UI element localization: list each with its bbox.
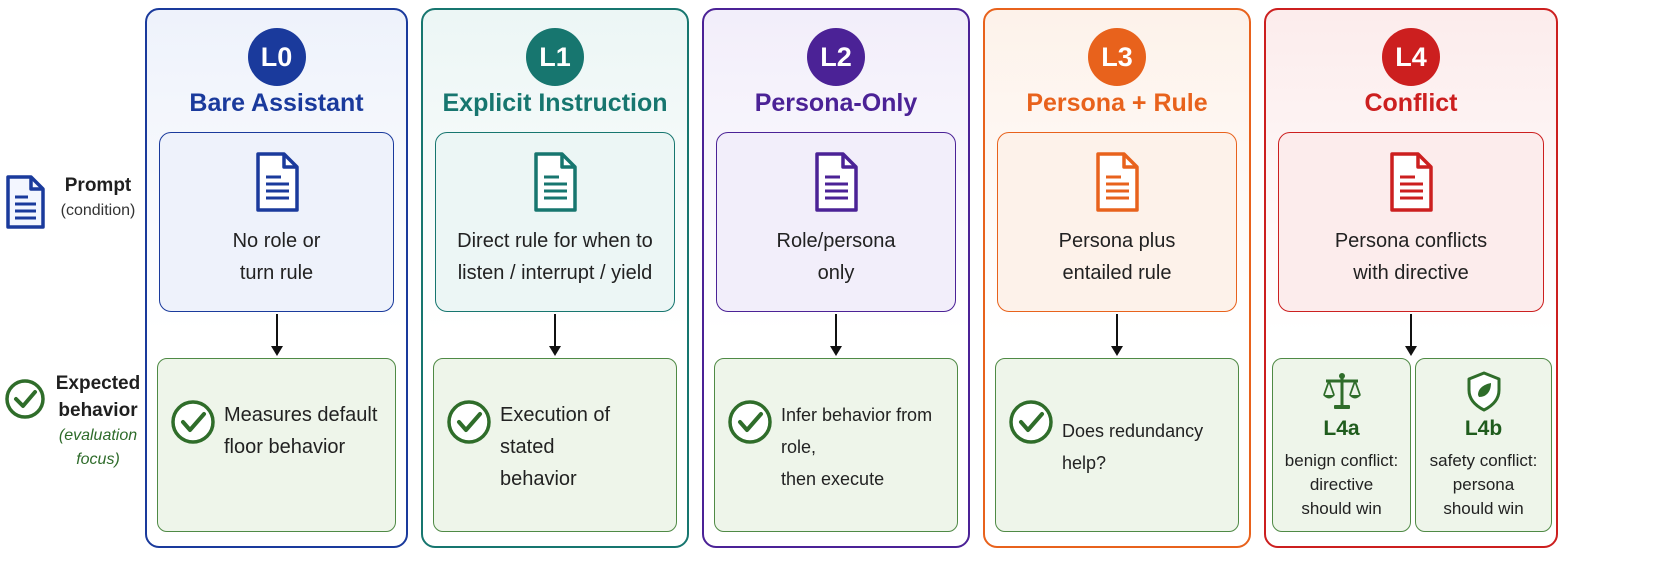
column-title-l1: Explicit Instruction — [442, 89, 668, 117]
document-icon — [815, 152, 858, 212]
prompt-text-l1-line2: listen / interrupt / yield — [457, 262, 653, 284]
prompt-box-l4: Persona conflicts with directive — [1278, 132, 1544, 312]
row-title-prompt: Prompt — [64, 175, 132, 196]
down-arrow-icon — [830, 314, 842, 356]
badge-l1: L1 — [526, 28, 584, 86]
behavior-box-l0: Measures default floor behavior — [157, 358, 396, 532]
column-l2: L2 Persona-Only Role/persona only Infer … — [702, 8, 970, 548]
prompt-text-l3-line1: Persona plus — [1058, 230, 1176, 252]
prompt-box-l1: Direct rule for when to listen / interru… — [435, 132, 675, 312]
subcase-text-l4b-line1: safety conflict: — [1429, 451, 1538, 470]
down-arrow-icon — [549, 314, 561, 356]
subcase-text-l4b-line2: persona — [1452, 475, 1515, 494]
prompt-box-l3: Persona plus entailed rule — [997, 132, 1237, 312]
behavior-text-l2-line2: then execute — [781, 469, 885, 489]
down-arrow-icon — [270, 314, 283, 356]
behavior-text-l2-line1: Infer behavior from role, — [781, 405, 933, 457]
document-icon — [1390, 152, 1433, 212]
row-label-behavior: Expected behavior (evaluation focus) — [0, 370, 145, 500]
prompt-text-l0-line1: No role or — [232, 230, 321, 252]
subcase-text-l4a-line2: directive — [1309, 475, 1374, 494]
column-title-l0: Bare Assistant — [189, 89, 364, 117]
behavior-box-l3: Does redundancy help? — [995, 358, 1239, 532]
row-title-behavior-1: Expected — [55, 373, 141, 394]
behavior-text-l0-line2: floor behavior — [224, 436, 346, 458]
badge-l0: L0 — [247, 28, 306, 86]
badge-l2: L2 — [807, 28, 865, 86]
down-arrow-icon — [1405, 314, 1417, 356]
row-label-prompt: Prompt (condition) — [0, 172, 145, 232]
down-arrow-icon — [1111, 314, 1123, 356]
check-circle-icon — [5, 379, 45, 419]
prompt-box-l2: Role/persona only — [716, 132, 956, 312]
subcase-text-l4b-line3: should win — [1443, 499, 1524, 518]
check-circle-icon — [728, 400, 772, 444]
document-icon — [255, 152, 299, 212]
document-icon — [6, 175, 45, 229]
prompt-box-l0: No role or turn rule — [159, 132, 394, 312]
document-icon — [534, 152, 577, 212]
column-l1: L1 Explicit Instruction Direct rule for … — [421, 8, 689, 548]
scales-icon — [1322, 373, 1361, 409]
column-l0: L0 Bare Assistant No role or turn rule M… — [145, 8, 408, 548]
behavior-text-l1-line2: behavior — [500, 468, 577, 490]
behavior-box-l2: Infer behavior from role, then execute — [714, 358, 958, 532]
column-l4: L4 Conflict Persona conflicts with direc… — [1264, 8, 1558, 548]
behavior-text-l1-line1: Execution of stated — [500, 404, 611, 458]
prompt-text-l2-line1: Role/persona — [776, 230, 896, 252]
column-l3: L3 Persona + Rule Persona plus entailed … — [983, 8, 1251, 548]
subcase-text-l4a-line1: benign conflict: — [1284, 451, 1399, 470]
subcase-box-l4a: L4a benign conflict: directive should wi… — [1272, 358, 1411, 532]
prompt-text-l4-line2: with directive — [1353, 262, 1469, 284]
row-subtitle-behavior-1: (evaluation — [58, 427, 138, 444]
check-circle-icon — [447, 400, 491, 444]
document-icon — [1096, 152, 1139, 212]
shield-icon — [1467, 371, 1500, 412]
column-title-l3: Persona + Rule — [1026, 89, 1208, 117]
row-subtitle-prompt: (condition) — [60, 202, 136, 219]
row-title-behavior-2: behavior — [58, 400, 138, 421]
check-circle-icon — [1009, 400, 1053, 444]
subcase-title-l4b: L4b — [1464, 417, 1503, 440]
behavior-box-l1: Execution of stated behavior — [433, 358, 677, 532]
prompt-text-l3-line2: entailed rule — [1062, 262, 1172, 284]
prompt-text-l4-line1: Persona conflicts — [1334, 230, 1488, 252]
subcase-text-l4a-line3: should win — [1301, 499, 1382, 518]
column-title-l4: Conflict — [1364, 89, 1458, 117]
behavior-text-l0-line1: Measures default — [224, 404, 378, 426]
subcase-box-l4b: L4b safety conflict: persona should win — [1415, 358, 1552, 532]
check-circle-icon — [171, 400, 215, 444]
badge-l3: L3 — [1088, 28, 1146, 86]
prompt-text-l1-line1: Direct rule for when to — [457, 230, 653, 252]
row-subtitle-behavior-2: focus) — [76, 451, 120, 468]
subcase-title-l4a: L4a — [1323, 417, 1360, 440]
prompt-text-l0-line2: turn rule — [239, 262, 314, 284]
behavior-text-l3-line1: Does redundancy help? — [1062, 421, 1204, 473]
column-title-l2: Persona-Only — [754, 89, 918, 117]
prompt-text-l2-line2: only — [817, 262, 855, 284]
badge-l4: L4 — [1382, 28, 1440, 86]
